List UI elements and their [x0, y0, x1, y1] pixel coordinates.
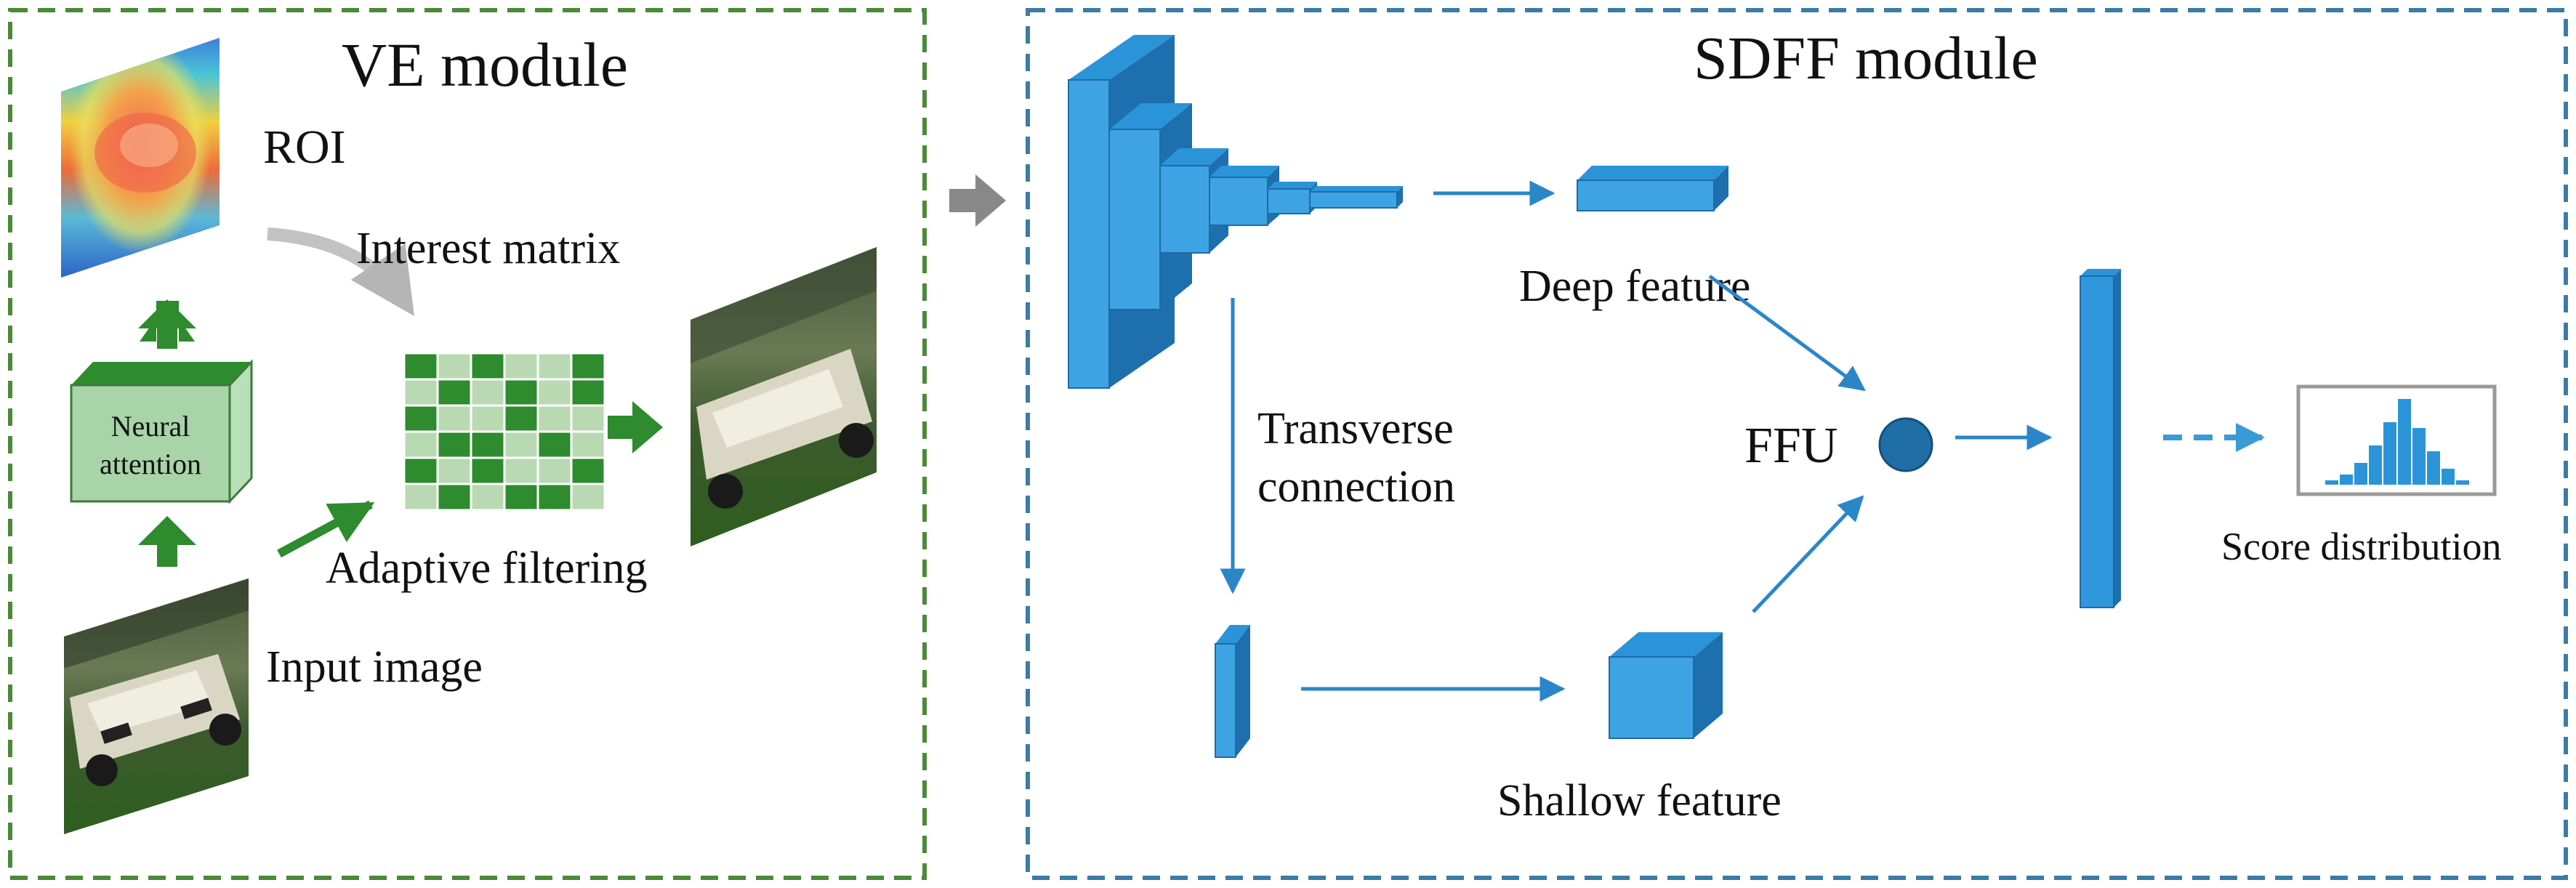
ffu-node	[1878, 417, 1933, 472]
input-to-matrix-arrow	[277, 500, 375, 558]
interest-matrix-cell	[470, 483, 506, 512]
interest-matrix-cell	[470, 378, 506, 407]
neural-attention-label-line2: attention	[100, 448, 201, 480]
interest-matrix-cell	[403, 378, 439, 407]
histogram-bar	[2455, 479, 2471, 486]
interest-matrix-cell	[570, 483, 606, 512]
interest-matrix-cell	[503, 378, 539, 407]
interest-matrix-cell	[436, 456, 472, 485]
interest-matrix-cell	[436, 483, 472, 512]
interest-matrix-cell	[470, 430, 506, 459]
deep-to-ffu-arrow	[1708, 274, 1866, 392]
filtered-car-image-icon	[691, 247, 877, 546]
up-arrow-roi-shaft	[157, 327, 177, 349]
interest-matrix-cell	[570, 404, 606, 433]
up-arrow-roi-icon	[140, 301, 195, 342]
interest-matrix-cell	[536, 378, 573, 407]
shallow-to-ffu-arrow	[1752, 495, 1864, 613]
histogram-bar	[2426, 450, 2442, 486]
roi-label: ROI	[263, 121, 346, 174]
interest-matrix-cell	[436, 404, 472, 433]
roi-to-matrix-arrow	[267, 227, 414, 316]
cnn-backbone-block	[1068, 35, 1403, 389]
interest-matrix-cell	[570, 430, 606, 459]
interest-matrix-cell	[436, 430, 472, 459]
up-arrow-input-head	[138, 516, 196, 545]
interest-matrix-cell	[536, 483, 573, 512]
shallow-slice-block	[1215, 625, 1250, 758]
interest-matrix-cell	[570, 352, 606, 381]
fused-feature-vector	[2080, 269, 2121, 608]
histogram-bar	[2338, 473, 2354, 486]
roi-heatmap-icon	[61, 38, 220, 278]
neural-attention-label-line1: Neural	[111, 410, 190, 443]
interest-matrix-label: Interest matrix	[356, 224, 620, 273]
histogram-bar	[2396, 397, 2412, 486]
interest-matrix-cell	[503, 404, 539, 433]
ffu-label: FFU	[1744, 418, 1838, 474]
interest-matrix-cell	[570, 378, 606, 407]
ve-module-title: VE module	[342, 30, 628, 100]
score-distribution-label: Score distribution	[2221, 525, 2501, 568]
interest-matrix-cell	[403, 456, 439, 485]
interest-matrix-cell	[403, 483, 439, 512]
histogram-bar	[2324, 479, 2340, 486]
interest-matrix-cell	[403, 404, 439, 433]
interest-matrix-cell	[470, 456, 506, 485]
interest-matrix-cell	[503, 352, 539, 381]
histogram-bar	[2440, 467, 2456, 486]
ve-module-border	[8, 8, 927, 880]
transverse-label-line1: Transverse	[1257, 404, 1454, 453]
interest-matrix-cell	[470, 404, 506, 433]
interest-matrix-cell	[570, 456, 606, 485]
interest-matrix-cell	[536, 430, 573, 459]
up-arrow-input-shaft	[157, 544, 177, 567]
histogram-bar	[2367, 444, 2383, 486]
input-image-label: Input image	[266, 642, 483, 692]
transverse-label-line2: connection	[1257, 462, 1455, 512]
deep-feature-block	[1577, 166, 1728, 211]
deep-feature-label: Deep feature	[1519, 262, 1750, 311]
interest-matrix-cell	[470, 352, 506, 381]
interest-matrix-cell	[536, 352, 573, 381]
interest-matrix-grid-icon	[403, 352, 606, 512]
interest-matrix-cell	[503, 456, 539, 485]
module-connector-arrow	[949, 174, 1006, 227]
sdff-module-border	[1026, 8, 2568, 880]
neural-attention-block	[70, 359, 253, 504]
shallow-feature-label: Shallow feature	[1497, 776, 1782, 826]
input-car-image-icon	[64, 578, 249, 834]
interest-matrix-cell	[536, 404, 573, 433]
sdff-module-title: SDFF module	[1694, 25, 2038, 92]
shallow-feature-cube	[1609, 632, 1723, 739]
adaptive-filtering-label: Adaptive filtering	[326, 544, 647, 593]
interest-matrix-cell	[503, 430, 539, 459]
interest-matrix-cell	[503, 483, 539, 512]
matrix-to-filtered-arrow	[608, 401, 663, 453]
interest-matrix-cell	[403, 352, 439, 381]
interest-matrix-cell	[436, 352, 472, 381]
interest-matrix-cell	[403, 430, 439, 459]
histogram-bar	[2411, 427, 2427, 486]
histogram-bar	[2382, 421, 2398, 486]
score-distribution-histogram	[2324, 397, 2471, 486]
up-arrow-roi-head	[138, 299, 196, 328]
histogram-bar	[2353, 461, 2369, 486]
interest-matrix-cell	[436, 378, 472, 407]
interest-matrix-cell	[536, 456, 573, 485]
